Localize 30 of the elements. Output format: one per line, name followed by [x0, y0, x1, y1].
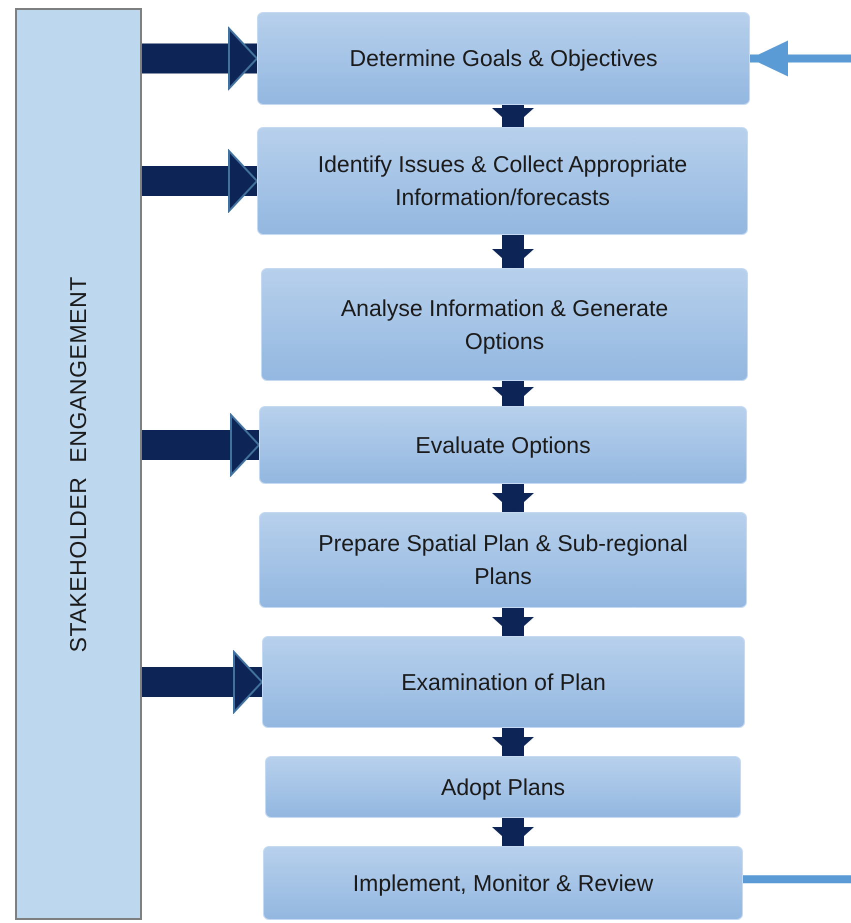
process-box: [265, 756, 741, 818]
arrow: [492, 484, 534, 512]
process-box: [259, 406, 747, 484]
arrow: [492, 235, 534, 268]
process-box: [262, 636, 745, 728]
box-label: Prepare Spatial Plan & Sub-regional Plans: [317, 529, 689, 591]
box-label: Determine Goals & Objectives: [349, 44, 658, 73]
arrow: [142, 150, 258, 212]
box-label: Identify Issues & Collect Appropriate Information/forecasts: [316, 150, 688, 212]
arrow: [743, 40, 851, 884]
process-box: [263, 846, 743, 920]
process-box: [261, 268, 748, 381]
arrow: [492, 608, 534, 636]
box-label: Implement, Monitor & Review: [352, 868, 654, 898]
box-label: Adopt Plans: [440, 772, 566, 802]
arrow: [492, 818, 534, 846]
arrow: [142, 28, 258, 90]
arrow: [492, 381, 534, 406]
box-label: Analyse Information & Generate Options: [340, 294, 670, 356]
process-box: [259, 512, 747, 608]
arrow: [142, 651, 263, 713]
process-box: [257, 12, 750, 105]
box-label: Evaluate Options: [415, 430, 591, 460]
arrow: [142, 414, 260, 476]
arrow: [492, 728, 534, 756]
vertical-label: STAKEHOLDER ENGANGEMENT: [64, 276, 92, 652]
process-box: [257, 127, 748, 235]
arrow: [492, 105, 534, 127]
side-bar: [15, 8, 142, 920]
box-label: Examination of Plan: [401, 668, 606, 696]
